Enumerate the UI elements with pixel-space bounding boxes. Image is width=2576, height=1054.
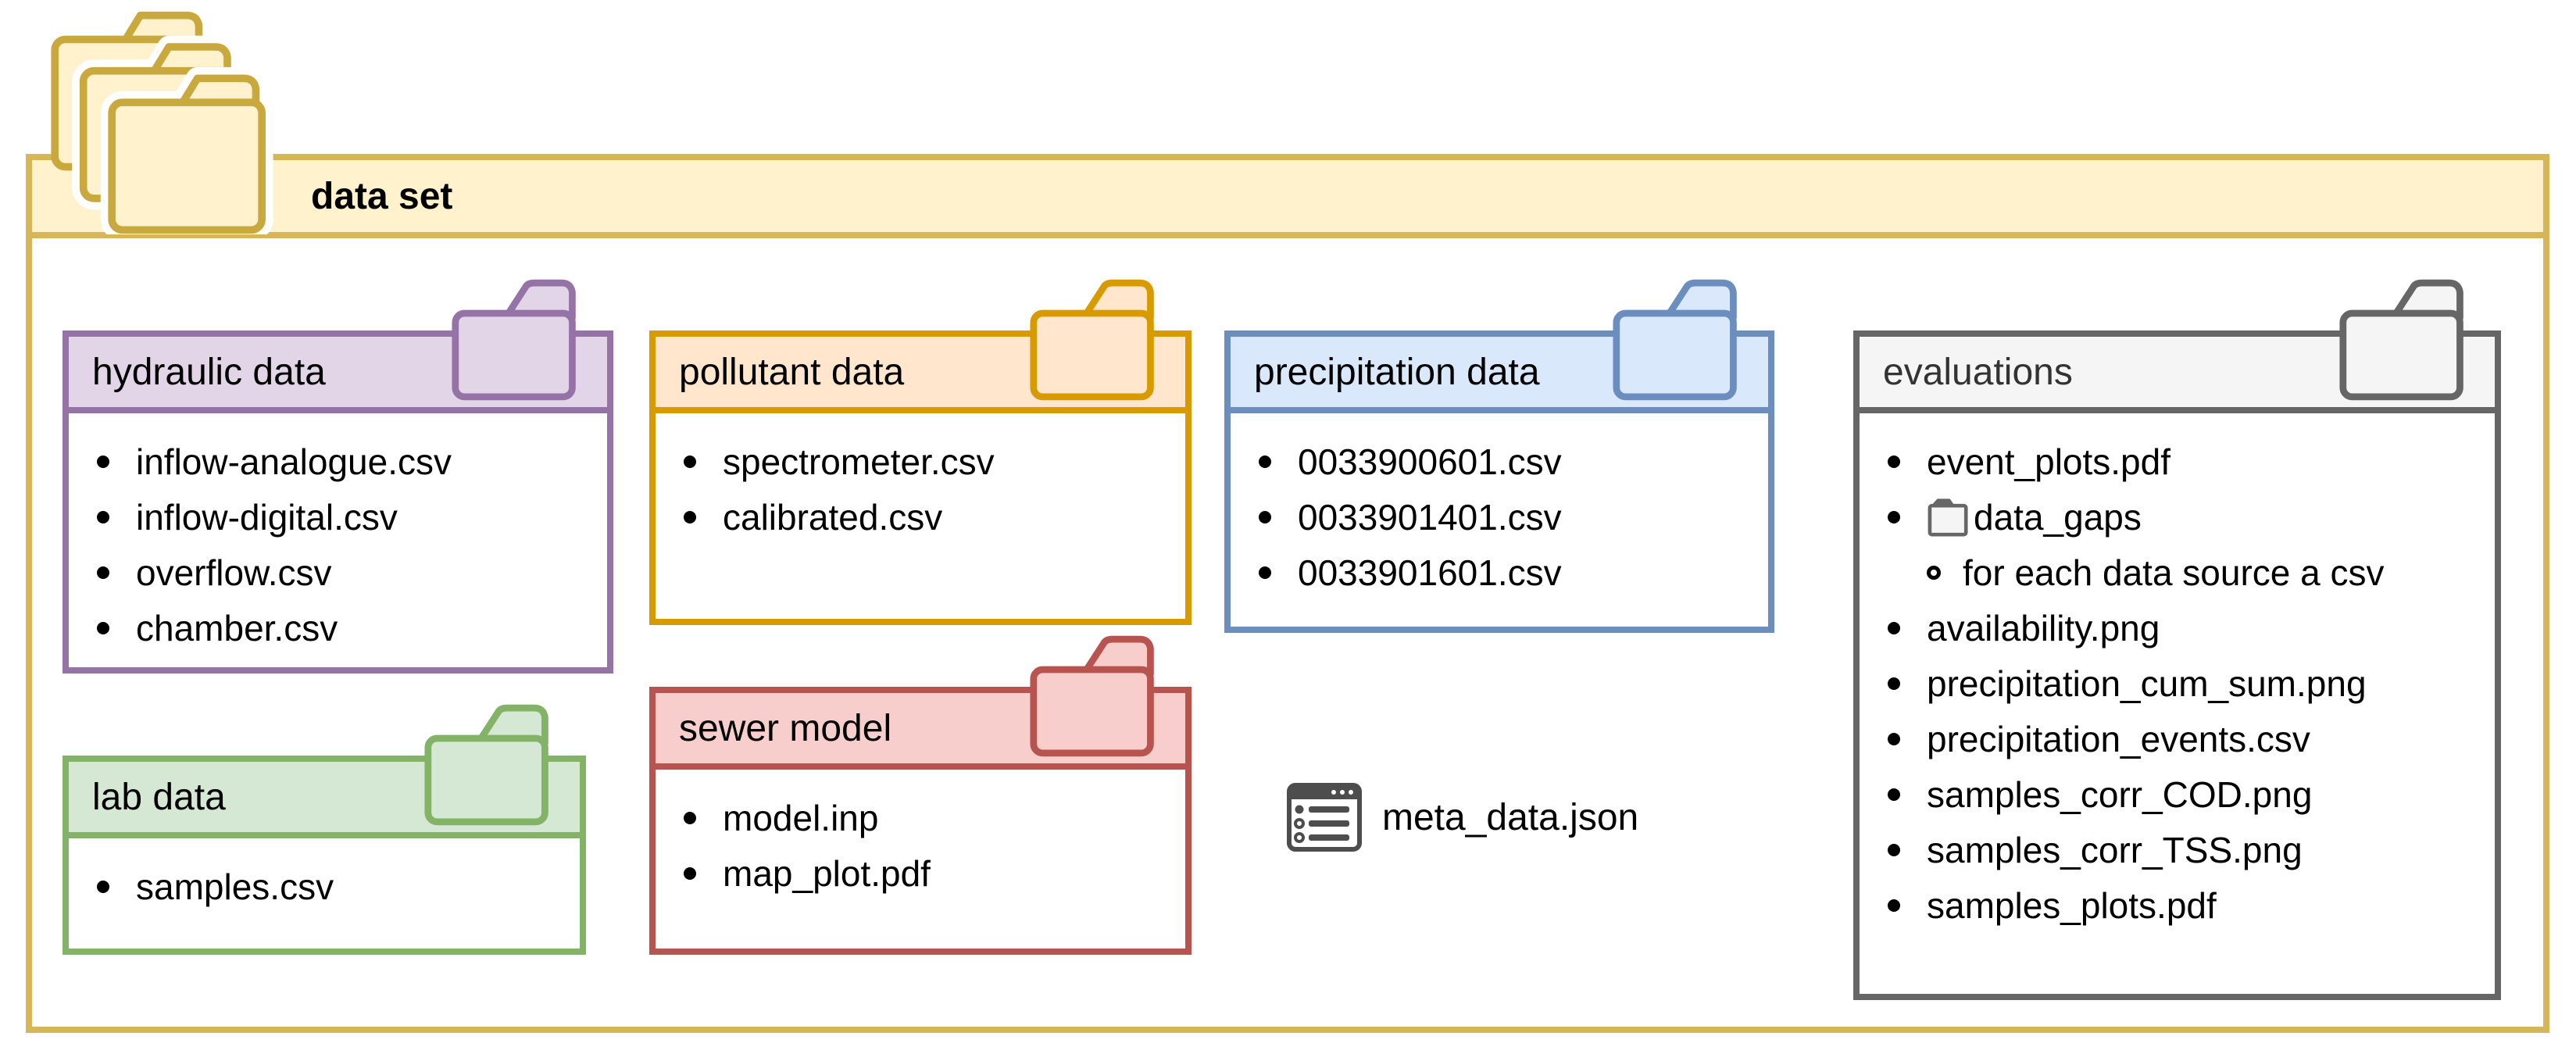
subfolder-name: data_gaps [1974,496,2142,538]
file-item: samples_corr_TSS.png [1860,822,2495,877]
folder-tab-icon [452,279,576,401]
bullet-icon [97,566,109,579]
folder-evaluations: evaluations event_plots.pdf data_gaps fo… [1853,279,2501,1000]
file-list: spectrometer.csv calibrated.csv [656,413,1185,545]
file-name: model.inp [723,797,879,838]
file-name: availability.png [1927,607,2160,648]
file-list: inflow-analogue.csv inflow-digital.csv o… [69,413,607,656]
file-name: chamber.csv [136,607,338,648]
bullet-icon [1888,510,1900,523]
file-name: calibrated.csv [723,496,943,538]
file-name: precipitation_events.csv [1927,718,2310,759]
folder-pollutant-data: pollutant data spectrometer.csv calibrat… [649,279,1192,625]
file-name: samples.csv [136,866,334,907]
bullet-icon [1259,566,1271,579]
file-item: samples_corr_COD.png [1860,766,2495,822]
bullet-icon [684,455,696,468]
file-list: event_plots.pdf data_gaps for each data … [1860,413,2495,933]
bullet-icon [684,811,696,824]
file-name: samples_corr_COD.png [1927,774,2313,815]
file-name: spectrometer.csv [723,441,995,482]
bullet-icon [1259,455,1271,468]
folder-tab-icon [1030,635,1154,757]
file-item: samples_plots.pdf [1860,877,2495,933]
file-item: inflow-analogue.csv [69,434,607,489]
folder-tab-icon [1030,279,1154,401]
bullet-icon [684,866,696,880]
file-list: 0033900601.csv 0033901401.csv 0033901601… [1231,413,1768,600]
file-item: model.inp [656,790,1185,845]
bullet-icon [97,880,109,893]
folder-hydraulic-data: hydraulic data inflow-analogue.csv inflo… [63,279,613,673]
bullet-icon [97,455,109,468]
file-name: precipitation_cum_sum.png [1927,663,2367,704]
file-name: 0033901401.csv [1298,496,1562,538]
subfolder-item: data_gaps [1860,489,2495,545]
note-text: for each data source a csv [1963,552,2385,593]
file-item: 0033900601.csv [1231,434,1768,489]
file-name: 0033901601.csv [1298,552,1562,593]
file-name: map_plot.pdf [723,852,931,894]
bullet-icon [1888,732,1900,745]
file-item: precipitation_cum_sum.png [1860,656,2495,711]
bullet-icon [97,621,109,634]
file-name: samples_corr_TSS.png [1927,829,2303,870]
meta-data-file-name: meta_data.json [1382,796,1639,838]
folder-lab-data: lab data samples.csv [63,704,586,955]
bullet-icon [1888,455,1900,468]
folder-title: precipitation data [1254,351,1540,393]
folder-tab-icon [424,704,548,826]
json-file-icon [1287,783,1362,852]
dataset-title: data set [311,175,453,217]
bullet-icon [1888,899,1900,912]
bullet-icon [1888,788,1900,801]
bullet-icon [1888,843,1900,856]
bullet-icon [97,510,109,523]
file-item: availability.png [1860,600,2495,656]
bullet-icon [1888,677,1900,690]
folder-title: pollutant data [679,351,905,393]
file-item: 0033901601.csv [1231,545,1768,600]
file-item: event_plots.pdf [1860,434,2495,489]
file-name: overflow.csv [136,552,332,593]
folder-precipitation-data: precipitation data 0033900601.csv 003390… [1224,279,1774,633]
file-name: event_plots.pdf [1927,441,2171,482]
folder-title: evaluations [1883,351,2073,393]
folder-title: lab data [92,776,226,818]
folder-title: hydraulic data [92,351,326,393]
file-item: spectrometer.csv [656,434,1185,489]
file-name: 0033900601.csv [1298,441,1562,482]
file-list: model.inp map_plot.pdf [656,770,1185,901]
file-name: samples_plots.pdf [1927,884,2217,926]
file-item: samples.csv [69,859,580,914]
file-item: overflow.csv [69,545,607,600]
folder-tab-icon [2339,279,2463,401]
file-name: inflow-analogue.csv [136,441,452,482]
folder-title: sewer model [679,707,892,749]
folder-tab-icon [1613,279,1737,401]
file-item: chamber.csv [69,600,607,656]
dataset-header: data set [32,160,2543,238]
file-item: calibrated.csv [656,489,1185,545]
file-item: 0033901401.csv [1231,489,1768,545]
file-name: inflow-digital.csv [136,496,398,538]
file-item: inflow-digital.csv [69,489,607,545]
folder-stack-icon [51,11,273,234]
meta-data-file: meta_data.json [1287,783,1638,852]
bullet-icon [1259,510,1271,523]
note-item: for each data source a csv [1860,545,2495,600]
file-item: map_plot.pdf [656,845,1185,901]
file-item: precipitation_events.csv [1860,711,2495,766]
bullet-icon [684,510,696,523]
mini-folder-icon [1928,498,1968,537]
folder-sewer-model: sewer model model.inp map_plot.pdf [649,635,1192,955]
circle-bullet-icon [1927,565,1941,580]
file-list: samples.csv [69,838,580,914]
bullet-icon [1888,621,1900,634]
